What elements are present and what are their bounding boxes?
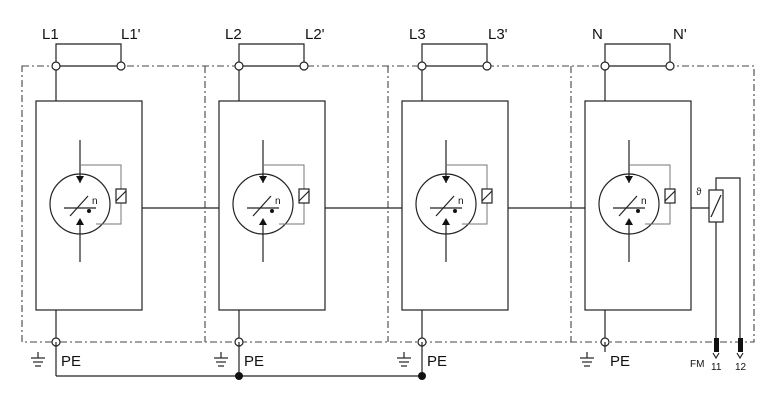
terminal-label-l2-prime: L2' [305,26,325,43]
protection-module-box-l3 [401,100,509,311]
svg-text:n: n [641,196,647,207]
module-l3: L3 L3' n [397,26,585,376]
fm-terminals: FM 11 12 [690,338,747,373]
ground-icon [214,352,228,367]
thermal-disconnector: ϑ [691,177,741,340]
ground-icon [31,352,45,367]
pe-junction-dot [418,372,426,380]
ground-icon [397,352,411,367]
pe-label-l3: PE [427,353,447,370]
pe-junction-dot [235,372,243,380]
fm-terminal-label-11: 11 [711,362,722,373]
pe-label-n: PE [610,353,630,370]
pe-label-l1: PE [61,353,81,370]
terminal-label-l1: L1 [42,26,59,43]
spark-gap-icon: n [598,140,676,262]
spark-gap-icon: n [232,140,310,262]
module-l1: L1 L1' n [31,26,219,376]
spark-gap-icon: n [49,140,127,262]
fm-terminal-12 [738,338,743,352]
svg-text:n: n [458,196,464,207]
spark-gap-icon: n [415,140,493,262]
terminal-label-l3: L3 [409,26,426,43]
terminal-label-l3-prime: L3' [488,26,508,43]
ground-icon [580,352,594,367]
terminal-label-l2: L2 [225,26,242,43]
svg-text:n: n [92,196,98,207]
pe-label-l2: PE [244,353,264,370]
svg-text:n: n [275,196,281,207]
protection-module-box-l2 [218,100,326,311]
terminal-label-n-prime: N' [673,26,687,43]
fm-terminal-11 [714,338,719,352]
terminal-label-l1-prime: L1' [121,26,141,43]
module-n: N N' n PE [580,26,692,370]
protection-module-box-l1 [35,100,143,311]
protection-module-box-n [584,100,692,311]
fm-label: FM [690,359,704,370]
terminal-label-n: N [592,26,603,43]
module-l2: L2 L2' n [214,26,402,376]
thermal-symbol: ϑ [696,187,702,198]
fm-terminal-label-12: 12 [735,362,747,373]
